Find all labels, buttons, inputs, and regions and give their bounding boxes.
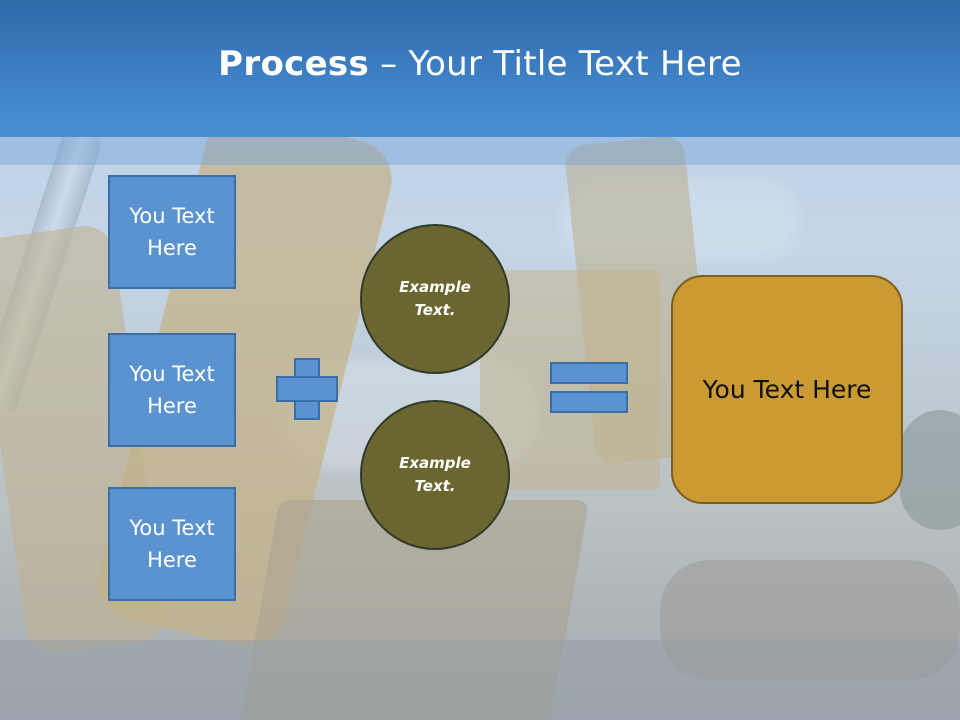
- example-circle-1: Example Text.: [360, 224, 510, 374]
- text-box-1: You Text Here: [108, 175, 236, 289]
- header-band: [0, 137, 960, 165]
- title-rest: – Your Title Text Here: [369, 43, 742, 84]
- title-bar: Process – Your Title Text Here: [0, 0, 960, 137]
- example-circle-2: Example Text.: [360, 400, 510, 550]
- result-box: You Text Here: [671, 275, 903, 504]
- result-box-label: You Text Here: [702, 375, 872, 404]
- example-circle-1-label: Example Text.: [399, 278, 471, 319]
- text-box-1-label: You Text Here: [129, 204, 215, 260]
- slide-title: Process – Your Title Text Here: [218, 44, 742, 84]
- text-box-2-label: You Text Here: [129, 362, 215, 418]
- text-box-3: You Text Here: [108, 487, 236, 601]
- title-bold: Process: [218, 43, 370, 84]
- text-box-2: You Text Here: [108, 333, 236, 447]
- example-circle-2-label: Example Text.: [399, 454, 471, 495]
- text-box-3-label: You Text Here: [129, 516, 215, 572]
